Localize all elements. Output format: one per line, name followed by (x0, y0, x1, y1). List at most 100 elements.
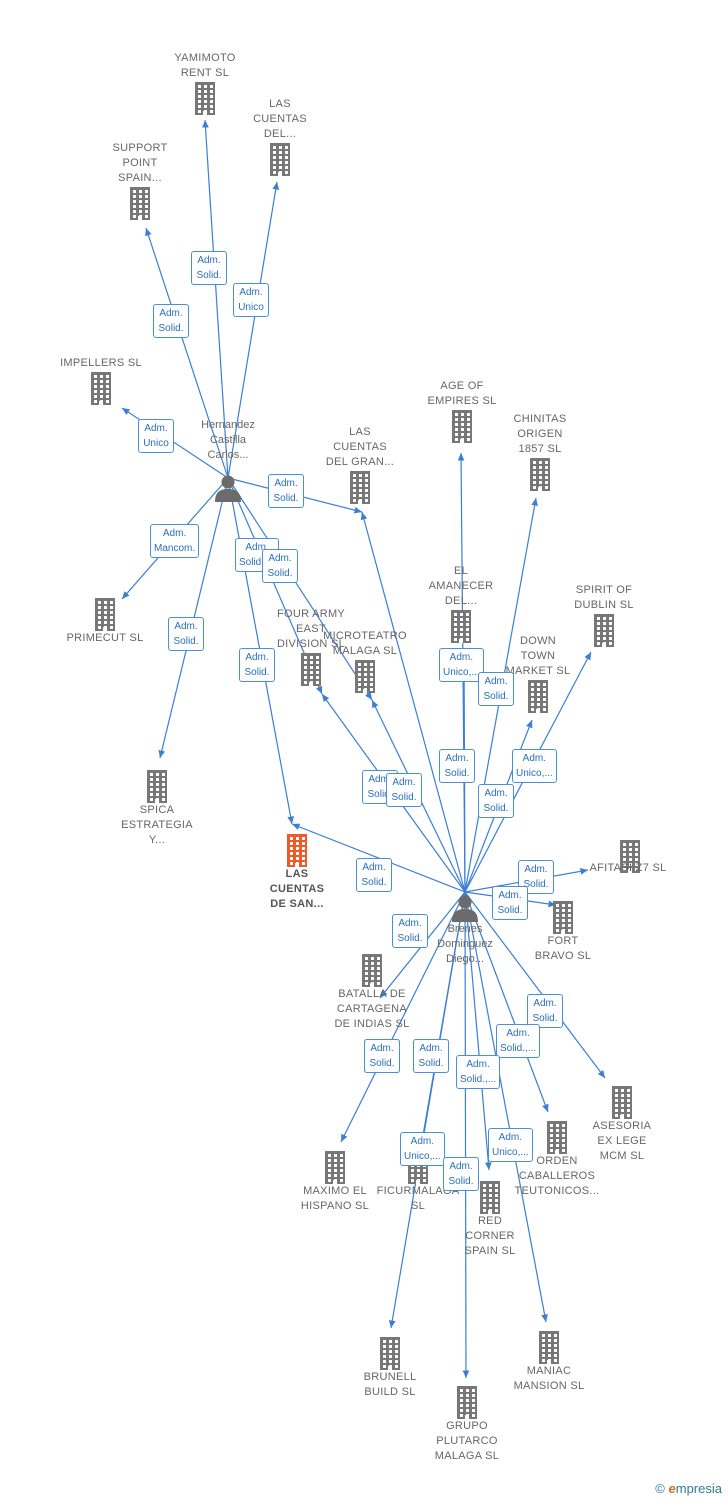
company-label: BRUNELL BUILD SL (363, 1371, 417, 1398)
company-label: LAS CUENTAS DEL... (253, 98, 307, 140)
company-label: MICROTEATRO MALAGA SL (323, 630, 407, 657)
building-icon (530, 458, 550, 491)
company-node-redcorner[interactable]: RED CORNER SPAIN SL (435, 1180, 545, 1259)
company-node-lascuentassan[interactable]: LAS CUENTAS DE SAN... (242, 833, 352, 912)
company-node-yamimoto[interactable]: YAMIMOTO RENT SL (150, 51, 260, 115)
company-node-amanecer[interactable]: EL AMANECER DEL... (406, 564, 516, 643)
relation-badge[interactable]: Adm. Solid. (364, 1039, 400, 1073)
building-icon (553, 901, 573, 934)
relation-line (462, 891, 470, 1379)
relation-badge[interactable]: Adm. Unico,... (512, 749, 557, 783)
building-icon (457, 1386, 477, 1419)
relation-badge[interactable]: Adm. Unico,... (488, 1128, 533, 1162)
person-icon (452, 895, 478, 922)
company-node-microteatro[interactable]: MICROTEATRO MALAGA SL (310, 629, 420, 693)
relation-badge[interactable]: Adm. Solid. (443, 1157, 479, 1191)
relation-badge[interactable]: Adm. Solid. (239, 648, 275, 682)
company-label: CHINITAS ORIGEN 1857 SL (513, 413, 567, 455)
company-label: RED CORNER SPAIN SL (464, 1215, 516, 1257)
building-icon (452, 410, 472, 443)
company-node-batalla[interactable]: BATALLA DE CARTAGENA DE INDIAS SL (317, 953, 427, 1032)
relation-badge[interactable]: Adm. Solid. (153, 304, 189, 338)
relation-badge[interactable]: Adm. Solid. (392, 914, 428, 948)
relation-badge[interactable]: Adm. Solid. (168, 617, 204, 651)
company-label: SPICA ESTRATEGIA Y... (121, 804, 193, 846)
company-node-maximo[interactable]: MAXIMO EL HISPANO SL (280, 1150, 390, 1214)
company-node-lascuentasgran[interactable]: LAS CUENTAS DEL GRAN... (305, 425, 415, 504)
relation-line (388, 891, 466, 1329)
company-node-orden[interactable]: ORDEN CABALLEROS TEUTONICOS... (502, 1120, 612, 1199)
building-icon (95, 598, 115, 631)
relation-line (464, 891, 548, 1323)
company-node-chinitas[interactable]: CHINITAS ORIGEN 1857 SL (485, 412, 595, 491)
relation-badge[interactable]: Adm. Solid. (191, 251, 227, 285)
building-icon (612, 1086, 632, 1119)
relation-badge[interactable]: Adm. Solid.,... (456, 1055, 501, 1089)
building-icon (91, 372, 111, 405)
person-label: Brenes Dominguez Diego... (437, 923, 493, 965)
building-icon (130, 187, 150, 220)
company-label: EL AMANECER DEL... (428, 565, 494, 607)
relation-line (360, 511, 466, 893)
relation-badge[interactable]: Adm. Solid. (262, 549, 298, 583)
company-label: AGE OF EMPIRES SL (427, 380, 497, 407)
relation-badge[interactable]: Adm. Solid. (268, 474, 304, 508)
relation-badge[interactable]: Adm. Solid. (356, 858, 392, 892)
company-node-primecut[interactable]: PRIMECUT SL (50, 597, 160, 646)
building-icon (451, 610, 471, 643)
building-icon (528, 680, 548, 713)
person-node-bd[interactable]: Brenes Dominguez Diego... (410, 894, 520, 967)
relation-badge[interactable]: Adm. Solid. (478, 672, 514, 706)
relation-line (464, 891, 606, 1079)
company-node-maniac[interactable]: MANIAC MANSION SL (494, 1330, 604, 1394)
company-node-fourarmy[interactable]: FOUR ARMY EAST DIVISION SL (256, 607, 366, 686)
building-icon (362, 954, 382, 987)
company-node-downtown[interactable]: DOWN TOWN MARKET SL (483, 634, 593, 713)
relation-badge[interactable]: Adm. Solid. (492, 886, 528, 920)
relation-badge[interactable]: Adm. Solid. (439, 749, 475, 783)
relation-badge[interactable]: Adm. Solid. (527, 994, 563, 1028)
company-node-afitasi[interactable]: AFITASI Z7 SL (589, 839, 666, 874)
company-label: MANIAC MANSION SL (513, 1365, 585, 1392)
relation-line (145, 227, 229, 479)
company-label: FICURMALAGA SL (376, 1185, 460, 1212)
relation-line (202, 119, 229, 479)
company-node-ageofempires[interactable]: AGE OF EMPIRES SL (407, 379, 517, 443)
copyright-symbol: © (655, 1481, 665, 1496)
company-label: LAS CUENTAS DEL GRAN... (325, 426, 395, 468)
relation-badge[interactable]: Adm. Unico (233, 283, 269, 317)
company-node-impellers[interactable]: IMPELLERS SL (46, 356, 156, 405)
person-icon (215, 475, 241, 502)
relation-badge[interactable]: Adm. Solid. (478, 784, 514, 818)
company-label: FORT BRAVO SL (534, 935, 592, 962)
company-label: ASESORIA EX LEGE MCM SL (592, 1120, 652, 1162)
relation-badge[interactable]: Adm. Solid.,... (496, 1024, 541, 1058)
relation-badge[interactable]: Adm. Unico (138, 419, 174, 453)
company-node-fortbravo[interactable]: FORT BRAVO SL (508, 900, 618, 964)
company-node-spirit[interactable]: SPIRIT OF DUBLIN SL (549, 583, 659, 647)
relation-badge[interactable]: Adm. Unico,... (439, 648, 484, 682)
building-icon (380, 1337, 400, 1370)
company-label: AFITASI Z7 SL (589, 862, 667, 874)
relation-badge[interactable]: Adm. Solid. (413, 1039, 449, 1073)
company-node-spica[interactable]: SPICA ESTRATEGIA Y... (102, 769, 212, 848)
company-node-brunell[interactable]: BRUNELL BUILD SL (335, 1336, 445, 1400)
person-node-hc[interactable]: Hernandez Castilla Carlos... (173, 418, 283, 502)
relation-badge[interactable]: Adm. Solid. (386, 773, 422, 807)
company-node-support[interactable]: SUPPORT POINT SPAIN... (85, 141, 195, 220)
company-node-plutarco[interactable]: GRUPO PLUTARCO MALAGA SL (412, 1385, 522, 1464)
company-label: ORDEN CABALLEROS TEUTONICOS... (514, 1155, 600, 1197)
relation-badge[interactable]: Adm. Unico,... (400, 1132, 445, 1166)
building-icon (547, 1121, 567, 1154)
relation-line (464, 891, 549, 1113)
building-icon (325, 1151, 345, 1184)
relation-badge[interactable]: Adm. Mancom. (150, 524, 200, 558)
company-label: LAS CUENTAS DE SAN... (269, 868, 325, 910)
company-label: SUPPORT POINT SPAIN... (112, 142, 168, 184)
building-icon (147, 770, 167, 803)
building-icon (287, 834, 307, 867)
company-node-lascuentasdel[interactable]: LAS CUENTAS DEL... (225, 97, 335, 176)
relation-line (464, 891, 492, 1171)
company-node-asesoria[interactable]: ASESORIA EX LEGE MCM SL (567, 1085, 677, 1164)
